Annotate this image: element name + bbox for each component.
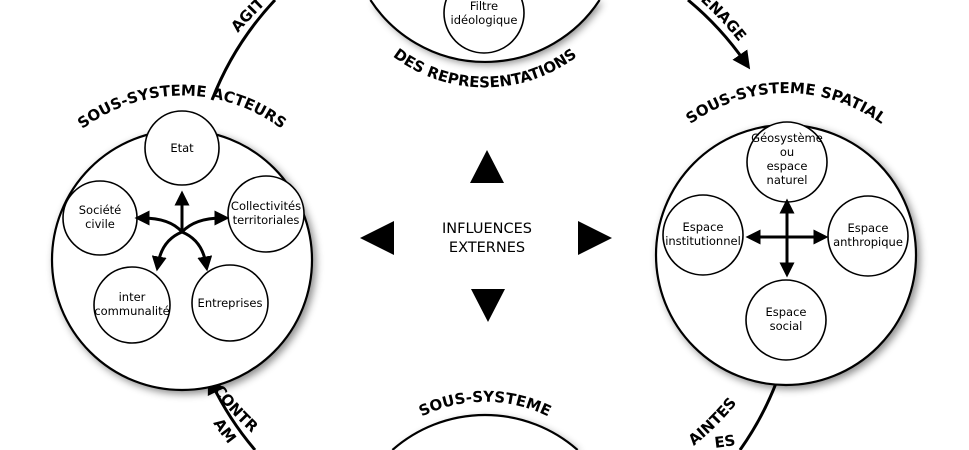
- triangle-right-icon: [578, 221, 612, 255]
- node-espace-institutionnel: Espace: [682, 220, 723, 234]
- flow-label-top-left: AGIT: [227, 0, 268, 36]
- subsystem-bottom: SOUS-SYSTEME: [391, 388, 579, 450]
- node-intercommunalite-2: communalité: [94, 304, 169, 318]
- node-geosysteme-4: naturel: [767, 173, 808, 187]
- subsystem-representations: Filtre idéologique DES REPRESENTATIONS: [369, 0, 601, 91]
- spatial-label: SOUS-SYSTEME SPATIAL: [683, 79, 890, 128]
- filter-label-2: idéologique: [451, 13, 518, 27]
- node-collectivites-2: territoriales: [233, 213, 300, 227]
- node-espace-anthropique: Espace: [847, 221, 888, 235]
- flow-arc-bottom-right: [738, 377, 780, 450]
- subsystem-actors: SOUS-SYSTEME ACTEURS Etat Société civile…: [50, 81, 314, 392]
- flow-arc-top-right: [687, 0, 751, 70]
- node-espace-anthropique-2: anthropique: [833, 235, 903, 249]
- node-espace-social: Espace: [765, 305, 806, 319]
- node-espace-institutionnel-2: institutionnel: [665, 234, 741, 248]
- triangle-left-icon: [360, 221, 394, 255]
- triangle-down-icon: [471, 289, 505, 322]
- node-ideological-filter: [443, 0, 525, 54]
- node-societe-civile-2: civile: [85, 217, 115, 231]
- node-collectivites: Collectivités: [231, 199, 301, 213]
- filter-label-1: Filtre: [470, 0, 498, 13]
- center-label-2: EXTERNES: [449, 240, 525, 256]
- node-geosysteme: Géosystème: [751, 131, 823, 145]
- subsystem-spatial: SOUS-SYSTEME SPATIAL Géosystème ou espac…: [654, 79, 918, 387]
- flow-label-top-right: ENAGE: [697, 0, 749, 45]
- node-espace-social-2: social: [770, 319, 803, 333]
- flow-arc-bottom-left: [207, 375, 257, 450]
- node-intercommunalite: inter: [119, 290, 146, 304]
- node-entreprises: Entreprises: [198, 296, 263, 310]
- spatial-cross-arrows: [745, 198, 829, 278]
- center-label-1: INFLUENCES: [442, 221, 532, 237]
- external-influences: INFLUENCES EXTERNES: [360, 150, 612, 322]
- node-etat: Etat: [170, 141, 194, 155]
- node-geosysteme-2: ou: [780, 145, 794, 159]
- flow-label-bottom-right-2: ES: [713, 431, 736, 450]
- node-societe-civile: Société: [79, 203, 122, 217]
- triangle-up-icon: [470, 150, 504, 183]
- node-geosysteme-3: espace: [767, 159, 808, 173]
- flow-arc-top-left: [210, 0, 277, 101]
- actors-arrows: [134, 190, 230, 272]
